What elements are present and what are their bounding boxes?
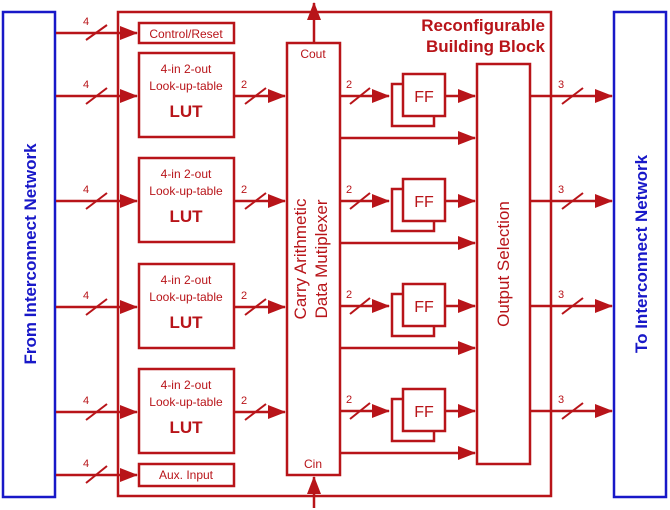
bus-slash (244, 192, 267, 210)
aux-input-box: Aux. Input (137, 462, 236, 488)
bus-slash (349, 87, 371, 105)
bus-slash (349, 402, 371, 420)
cin-label: Cin (304, 457, 322, 471)
bus-slash (561, 87, 584, 105)
ff-row: 2FF 3 (340, 282, 613, 355)
from-network-label: From Interconnect Network (21, 143, 40, 365)
bus-slash (244, 87, 267, 105)
bus-width-label: 2 (346, 79, 352, 91)
bus-width-label: 2 (346, 289, 352, 301)
from-interconnect-network: From Interconnect Network (1, 10, 57, 499)
ff-box (401, 72, 447, 118)
bus-width-label: 4 (83, 184, 89, 196)
bus-slash (561, 192, 584, 210)
control-reset-bus: 4 (56, 16, 138, 41)
bus-width-label: 4 (83, 79, 89, 91)
bus-slash (349, 192, 371, 210)
bus-width-label: 3 (558, 289, 564, 301)
bus-width-label: 3 (558, 79, 564, 91)
lut-title: LUT (169, 207, 203, 226)
bus-slash (561, 402, 584, 420)
lut-box (137, 367, 236, 455)
reconfigurable-building-block: Reconfigurable Building Block (116, 10, 553, 498)
carry-mux-label-line2: Data Mutiplexer (312, 199, 331, 318)
bus-width-label: 4 (83, 290, 89, 302)
aux-input-bus: 4 (56, 458, 138, 484)
bus-width-label: 4 (83, 395, 89, 407)
control-reset-label: Control/Reset (149, 27, 223, 41)
bus-width-label: 4 (83, 458, 89, 470)
lut-title: LUT (169, 313, 203, 332)
bus-slash (85, 403, 108, 421)
to-network-label: To Interconnect Network (632, 154, 651, 353)
ff-box (401, 282, 447, 328)
lut-line2: Look-up-table (149, 79, 223, 93)
lut-box (137, 51, 236, 139)
ff-row: 2FF 3 (340, 72, 613, 145)
output-selection-label: Output Selection (494, 201, 513, 327)
ff-row: 2FF 3 (340, 387, 613, 460)
bus-width-label: 2 (346, 184, 352, 196)
bus-width-label: 2 (241, 79, 247, 91)
cout-label: Cout (300, 47, 326, 61)
output-selection-box: Output Selection (475, 62, 532, 466)
bus-width-label: 2 (241, 395, 247, 407)
ff-label: FF (414, 89, 434, 106)
control-reset-box: Control/Reset (137, 21, 236, 45)
lut-title: LUT (169, 418, 203, 437)
carry-arithmetic-mux: Cout Cin Carry Arithmetic Data Mutiplexe… (285, 41, 342, 477)
bus-slash (561, 297, 584, 315)
bus-width-label: 4 (83, 16, 89, 28)
lut-line1: 4-in 2-out (161, 62, 212, 76)
aux-input-label: Aux. Input (159, 468, 214, 482)
block-title-line2: Building Block (426, 37, 546, 56)
bus-width-label: 3 (558, 394, 564, 406)
lut-box (137, 156, 236, 244)
lut-line1: 4-in 2-out (161, 378, 212, 392)
ff-label: FF (414, 194, 434, 211)
bus-slash (244, 403, 267, 421)
ff-label: FF (414, 299, 434, 316)
lut-title: LUT (169, 102, 203, 121)
bus-width-label: 2 (241, 184, 247, 196)
lut-line1: 4-in 2-out (161, 167, 212, 181)
bus-width-label: 2 (346, 394, 352, 406)
lut-line2: Look-up-table (149, 290, 223, 304)
bus-slash (85, 192, 108, 210)
to-interconnect-network: To Interconnect Network (612, 10, 668, 499)
lut-line1: 4-in 2-out (161, 273, 212, 287)
bus-width-label: 2 (241, 290, 247, 302)
lut-line2: Look-up-table (149, 395, 223, 409)
ff-row: 2FF 3 (340, 177, 613, 250)
bus-width-label: 3 (558, 184, 564, 196)
bus-slash (244, 298, 267, 316)
ff-label: FF (414, 404, 434, 421)
bus-slash (85, 87, 108, 105)
bus-slash (349, 297, 371, 315)
carry-mux-label-line1: Carry Arithmetic (291, 198, 310, 319)
block-title-line1: Reconfigurable (421, 16, 545, 35)
lut-box (137, 262, 236, 350)
bus-slash (85, 298, 108, 316)
lut-line2: Look-up-table (149, 184, 223, 198)
